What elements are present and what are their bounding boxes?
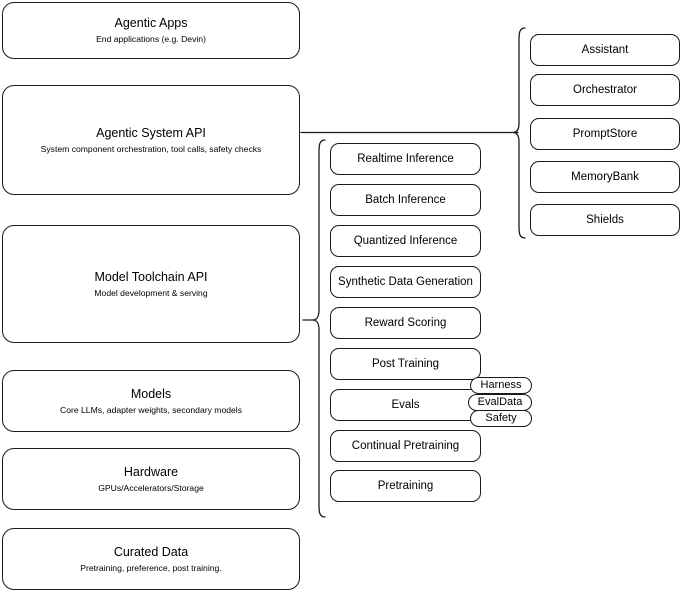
- layer-title: Model Toolchain API: [94, 269, 208, 284]
- system-component-orchestrator[interactable]: Orchestrator: [530, 74, 680, 106]
- toolchain-component-pretraining[interactable]: Pretraining: [330, 470, 481, 502]
- component-label: Evals: [391, 399, 420, 411]
- layer-subtitle: End applications (e.g. Devin): [96, 34, 206, 44]
- layer-subtitle: System component orchestration, tool cal…: [40, 143, 262, 154]
- stack-layer-agentic-system-api[interactable]: Agentic System API System component orch…: [2, 85, 300, 195]
- layer-title: Hardware: [123, 464, 179, 479]
- system-component-shields[interactable]: Shields: [530, 204, 680, 236]
- layer-title: Curated Data: [113, 544, 189, 559]
- eval-subcomponent-evaldata[interactable]: EvalData: [468, 394, 532, 411]
- layer-subtitle: Pretraining, preference, post training.: [80, 562, 222, 573]
- stack-layer-agentic-apps[interactable]: Agentic Apps End applications (e.g. Devi…: [2, 2, 300, 59]
- stack-layer-curated-data[interactable]: Curated Data Pretraining, preference, po…: [2, 528, 300, 590]
- eval-subcomponent-safety[interactable]: Safety: [470, 410, 532, 427]
- stack-layer-hardware[interactable]: Hardware GPUs/Accelerators/Storage: [2, 448, 300, 510]
- component-label: Quantized Inference: [353, 235, 458, 247]
- pill-label: Safety: [485, 412, 517, 424]
- eval-subcomponent-harness[interactable]: Harness: [470, 377, 532, 394]
- layer-subtitle: GPUs/Accelerators/Storage: [98, 482, 204, 493]
- layer-title: Agentic Apps: [114, 16, 188, 30]
- layer-title: Agentic System API: [96, 125, 206, 140]
- stack-layer-model-toolchain-api[interactable]: Model Toolchain API Model development & …: [2, 225, 300, 343]
- layer-subtitle: Model development & serving: [94, 287, 208, 298]
- system-component-assistant[interactable]: Assistant: [530, 34, 680, 66]
- system-component-memorybank[interactable]: MemoryBank: [530, 161, 680, 193]
- toolchain-component-post-training[interactable]: Post Training: [330, 348, 481, 380]
- component-label: Shields: [586, 214, 624, 226]
- component-label: Reward Scoring: [364, 317, 447, 329]
- stack-layer-models[interactable]: Models Core LLMs, adapter weights, secon…: [2, 370, 300, 432]
- layer-subtitle: Core LLMs, adapter weights, secondary mo…: [60, 404, 242, 415]
- component-label: Pretraining: [377, 480, 434, 492]
- toolchain-component-quantized-inference[interactable]: Quantized Inference: [330, 225, 481, 257]
- component-label: Post Training: [371, 358, 440, 370]
- pill-label: EvalData: [477, 396, 523, 408]
- component-label: Assistant: [581, 44, 629, 56]
- component-label: MemoryBank: [571, 171, 639, 183]
- component-label: Synthetic Data Generation: [338, 276, 473, 288]
- toolchain-component-reward-scoring[interactable]: Reward Scoring: [330, 307, 481, 339]
- toolchain-component-batch-inference[interactable]: Batch Inference: [330, 184, 481, 216]
- brace-toolchain-components: [312, 139, 326, 518]
- toolchain-component-synthetic-data-generation[interactable]: Synthetic Data Generation: [330, 266, 481, 298]
- system-component-promptstore[interactable]: PromptStore: [530, 118, 680, 150]
- layer-title: Models: [130, 386, 172, 401]
- toolchain-component-evals[interactable]: Evals: [330, 389, 481, 421]
- toolchain-component-realtime-inference[interactable]: Realtime Inference: [330, 143, 481, 175]
- pill-label: Harness: [480, 379, 522, 391]
- component-label: Batch Inference: [365, 194, 446, 206]
- component-label: PromptStore: [572, 128, 638, 140]
- toolchain-component-continual-pretraining[interactable]: Continual Pretraining: [330, 430, 481, 462]
- brace-system-components: [512, 27, 526, 239]
- component-label: Continual Pretraining: [351, 440, 460, 452]
- component-label: Realtime Inference: [357, 153, 454, 165]
- component-label: Orchestrator: [573, 84, 637, 96]
